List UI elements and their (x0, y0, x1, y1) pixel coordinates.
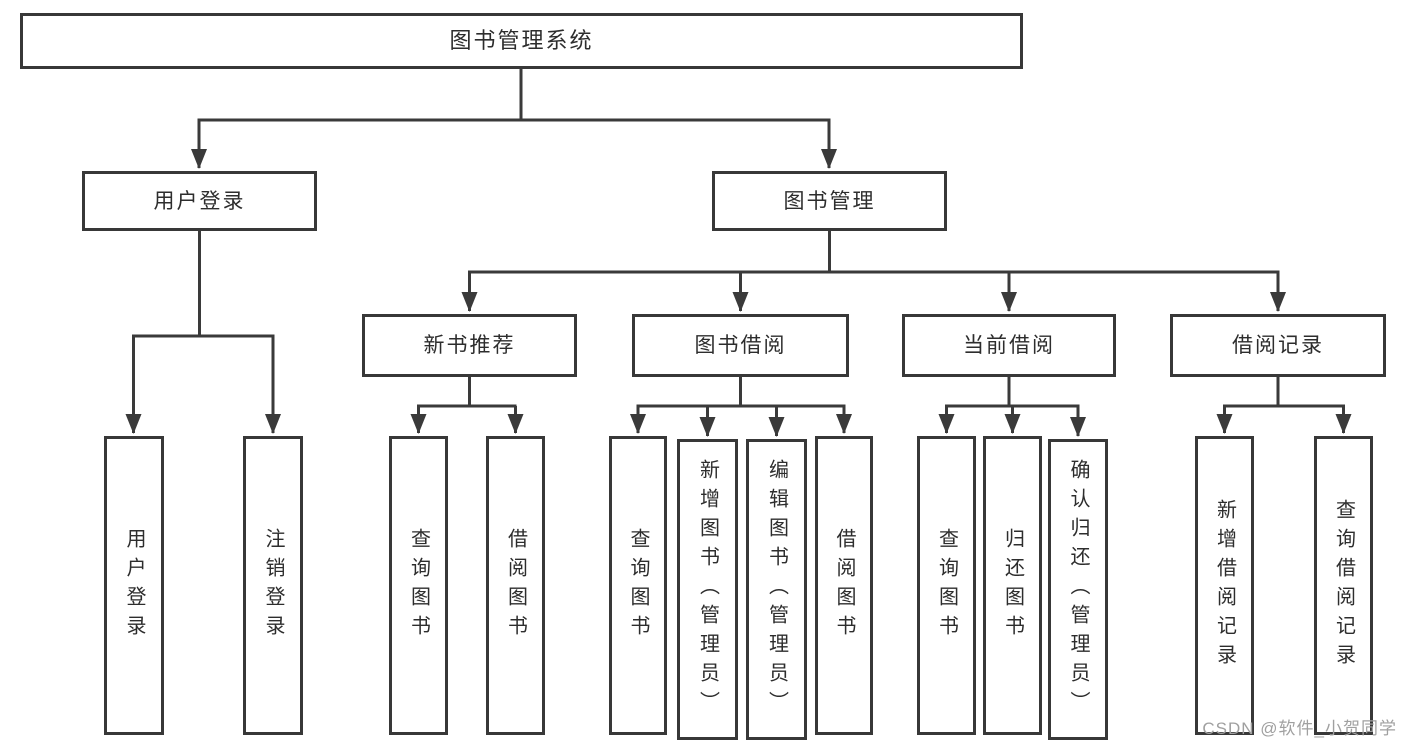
node-new-book-recommend: 新书推荐 (362, 314, 577, 377)
node-user-login: 用户登录 (82, 171, 317, 231)
node-book-management-label: 图书管理 (783, 189, 876, 213)
node-user-login-label: 用户登录 (153, 189, 246, 213)
leaf-borrow-books-recommend-label: 借阅图书 (504, 527, 527, 644)
leaf-return-books: 归还图书 (983, 436, 1042, 735)
leaf-user-login-label: 用户登录 (123, 527, 145, 644)
node-root-system: 图书管理系统 (20, 13, 1023, 69)
node-root-label: 图书管理系统 (449, 28, 594, 53)
leaf-query-books-current-label: 查询图书 (935, 527, 958, 644)
node-borrow-records: 借阅记录 (1170, 314, 1386, 377)
leaf-query-books-recommend-label: 查询图书 (407, 527, 430, 644)
leaf-edit-book-admin-label: 编辑图书（管理员） (765, 459, 788, 720)
node-book-management: 图书管理 (712, 171, 947, 231)
leaf-edit-book-admin: 编辑图书（管理员） (746, 439, 807, 740)
leaf-add-book-admin-label: 新增图书（管理员） (696, 459, 719, 720)
node-current-borrow: 当前借阅 (902, 314, 1116, 377)
leaf-query-borrow-record-label: 查询借阅记录 (1332, 498, 1355, 673)
leaf-add-borrow-record-label: 新增借阅记录 (1213, 498, 1236, 673)
leaf-user-login: 用户登录 (104, 436, 164, 735)
leaf-borrow-books: 借阅图书 (815, 436, 873, 735)
leaf-borrow-books-label: 借阅图书 (833, 527, 855, 644)
leaf-return-books-label: 归还图书 (1001, 527, 1024, 644)
leaf-query-books-current: 查询图书 (917, 436, 976, 735)
csdn-watermark: CSDN @软件_小贺同学 (1202, 719, 1397, 738)
leaf-logout: 注销登录 (243, 436, 303, 735)
leaf-confirm-return-admin-label: 确认归还（管理员） (1067, 459, 1089, 720)
leaf-logout-label: 注销登录 (262, 527, 284, 644)
leaf-add-borrow-record: 新增借阅记录 (1195, 436, 1254, 735)
leaf-query-books-recommend: 查询图书 (389, 436, 448, 735)
node-book-borrow-label: 图书借阅 (694, 334, 787, 357)
leaf-borrow-books-recommend: 借阅图书 (486, 436, 545, 735)
leaf-query-books-borrow-label: 查询图书 (627, 527, 649, 644)
node-borrow-records-label: 借阅记录 (1232, 334, 1324, 357)
node-new-book-recommend-label: 新书推荐 (423, 334, 516, 357)
node-current-borrow-label: 当前借阅 (963, 334, 1055, 357)
leaf-confirm-return-admin: 确认归还（管理员） (1048, 439, 1108, 740)
leaf-query-books-borrow: 查询图书 (609, 436, 667, 735)
node-book-borrow: 图书借阅 (632, 314, 849, 377)
leaf-add-book-admin: 新增图书（管理员） (677, 439, 738, 740)
leaf-query-borrow-record: 查询借阅记录 (1314, 436, 1373, 735)
